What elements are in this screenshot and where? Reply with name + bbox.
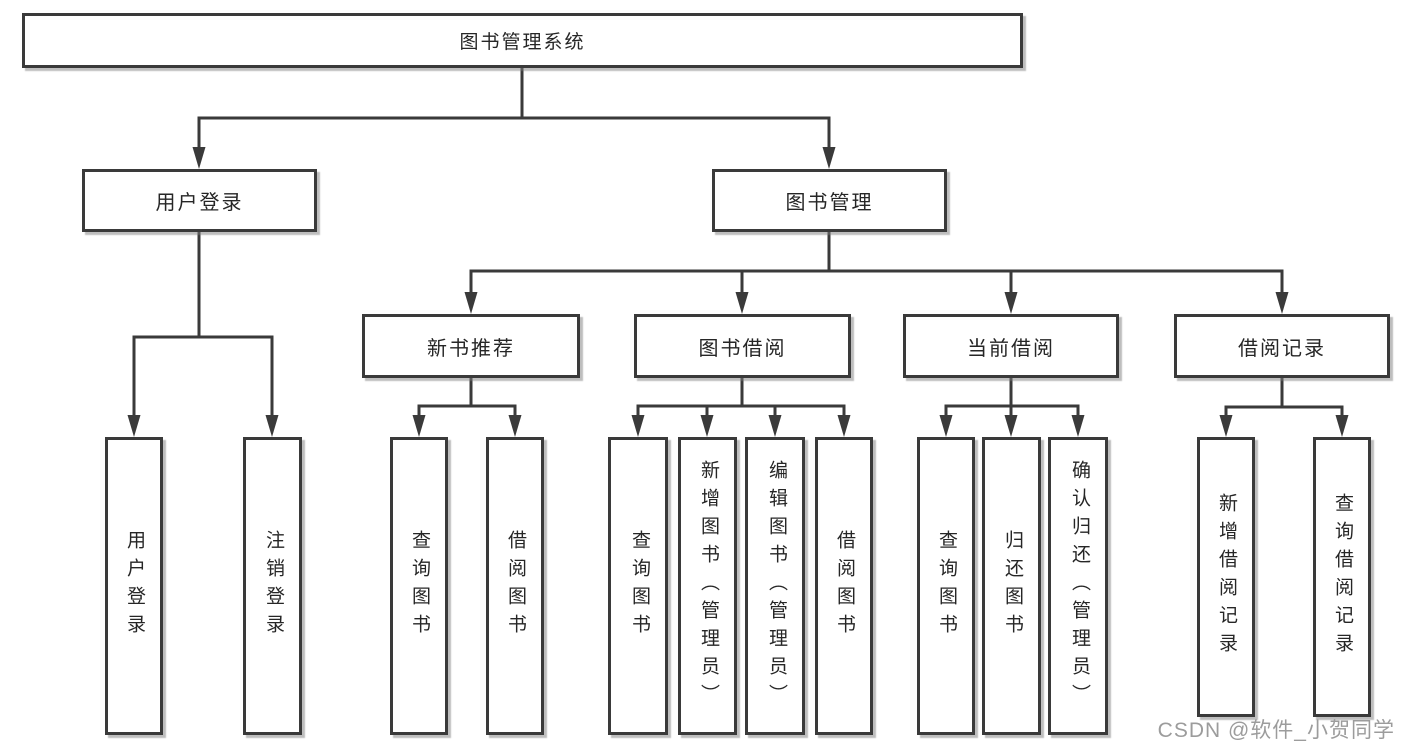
node-root-system: 图书管理系统 xyxy=(22,13,1023,68)
arrowhead xyxy=(1275,292,1289,314)
arrowhead xyxy=(265,415,279,437)
leaf-return-books: 归还图书 xyxy=(982,437,1041,735)
arrowhead xyxy=(1004,415,1018,437)
arrowhead xyxy=(508,415,522,437)
leaf-recommend-borrow-books: 借阅图书 xyxy=(486,437,544,735)
node-borrow-records: 借阅记录 xyxy=(1174,314,1390,378)
leaf-borrow-query-books: 查询图书 xyxy=(608,437,668,735)
connector-root-to-level2 xyxy=(197,66,831,162)
arrowhead xyxy=(837,415,851,437)
node-book-borrow: 图书借阅 xyxy=(634,314,851,378)
leaf-add-books-admin: 新增图书（管理员） xyxy=(678,437,737,735)
node-new-book-recommend: 新书推荐 xyxy=(362,314,580,378)
leaf-borrow-books: 借阅图书 xyxy=(815,437,873,735)
connector-lines xyxy=(132,66,1344,430)
connector-records-branch xyxy=(1224,376,1344,430)
arrowhead xyxy=(768,415,782,437)
connector-recommend-branch xyxy=(417,376,517,430)
arrowhead xyxy=(700,415,714,437)
csdn-watermark: CSDN @软件_小贺同学 xyxy=(1157,719,1395,742)
arrowhead xyxy=(1219,415,1233,437)
arrowhead xyxy=(412,415,426,437)
leaf-recommend-query-books: 查询图书 xyxy=(390,437,448,735)
arrowhead xyxy=(127,415,141,437)
arrowhead xyxy=(822,147,836,169)
node-book-management: 图书管理 xyxy=(712,169,947,232)
connector-book-mgmt-branch xyxy=(469,230,1284,307)
arrowhead xyxy=(1335,415,1349,437)
arrowhead xyxy=(631,415,645,437)
leaf-logout: 注销登录 xyxy=(243,437,302,735)
node-current-borrow: 当前借阅 xyxy=(903,314,1119,378)
leaf-edit-books-admin: 编辑图书（管理员） xyxy=(745,437,805,735)
leaf-confirm-return-admin: 确认归还（管理员） xyxy=(1048,437,1108,735)
arrowhead xyxy=(192,147,206,169)
connector-user-login-branch xyxy=(132,230,274,430)
node-user-login: 用户登录 xyxy=(82,169,317,232)
leaf-user-login: 用户登录 xyxy=(105,437,163,735)
arrowhead xyxy=(735,292,749,314)
leaf-query-borrow-record: 查询借阅记录 xyxy=(1313,437,1371,717)
leaf-current-query-books: 查询图书 xyxy=(917,437,975,735)
connector-borrow-branch xyxy=(636,376,846,430)
arrowhead xyxy=(1071,415,1085,437)
arrowhead xyxy=(1004,292,1018,314)
arrowhead xyxy=(939,415,953,437)
arrowheads xyxy=(127,147,1349,437)
arrowhead xyxy=(464,292,478,314)
leaf-add-borrow-record: 新增借阅记录 xyxy=(1197,437,1255,717)
